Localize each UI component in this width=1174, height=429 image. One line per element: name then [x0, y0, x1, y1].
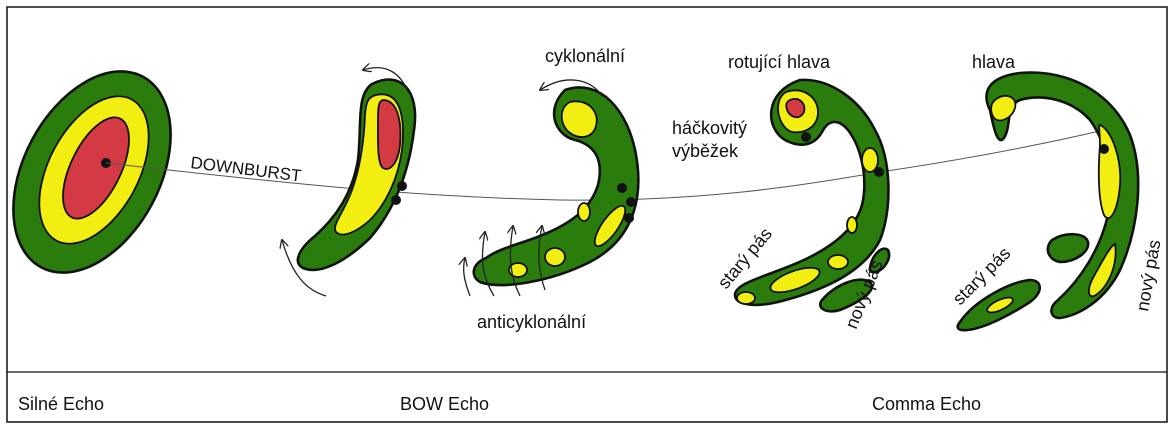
downburst-point: [391, 195, 401, 205]
bow-echo-rotating-cell: [464, 80, 639, 296]
label-cyklonalni: cyklonální: [545, 46, 625, 66]
label-rotujici-hlava: rotující hlava: [728, 52, 831, 72]
downburst-point: [874, 167, 884, 177]
label-anticyklonalni: anticyklonální: [477, 312, 586, 332]
downburst-point: [617, 183, 627, 193]
label-vybezek: výběžek: [672, 141, 739, 161]
label-hackovity: háčkovitý: [672, 118, 747, 138]
downburst-point: [1099, 144, 1109, 154]
downburst-point: [397, 181, 407, 191]
label-hlava: hlava: [972, 52, 1016, 72]
label-downburst: DOWNBURST: [190, 153, 303, 185]
downburst-point: [801, 132, 811, 142]
comma-echo-cell-2: [958, 73, 1139, 331]
downburst-point: [626, 197, 636, 207]
caption-silne-echo: Silné Echo: [18, 394, 104, 414]
bow-echo-cell: [282, 68, 415, 296]
strong-echo-cell: [0, 45, 203, 300]
caption-comma-echo: Comma Echo: [872, 394, 981, 414]
label-novy-pas-2: nový pás: [1132, 238, 1164, 312]
downburst-point: [624, 213, 634, 223]
caption-bow-echo: BOW Echo: [400, 394, 489, 414]
